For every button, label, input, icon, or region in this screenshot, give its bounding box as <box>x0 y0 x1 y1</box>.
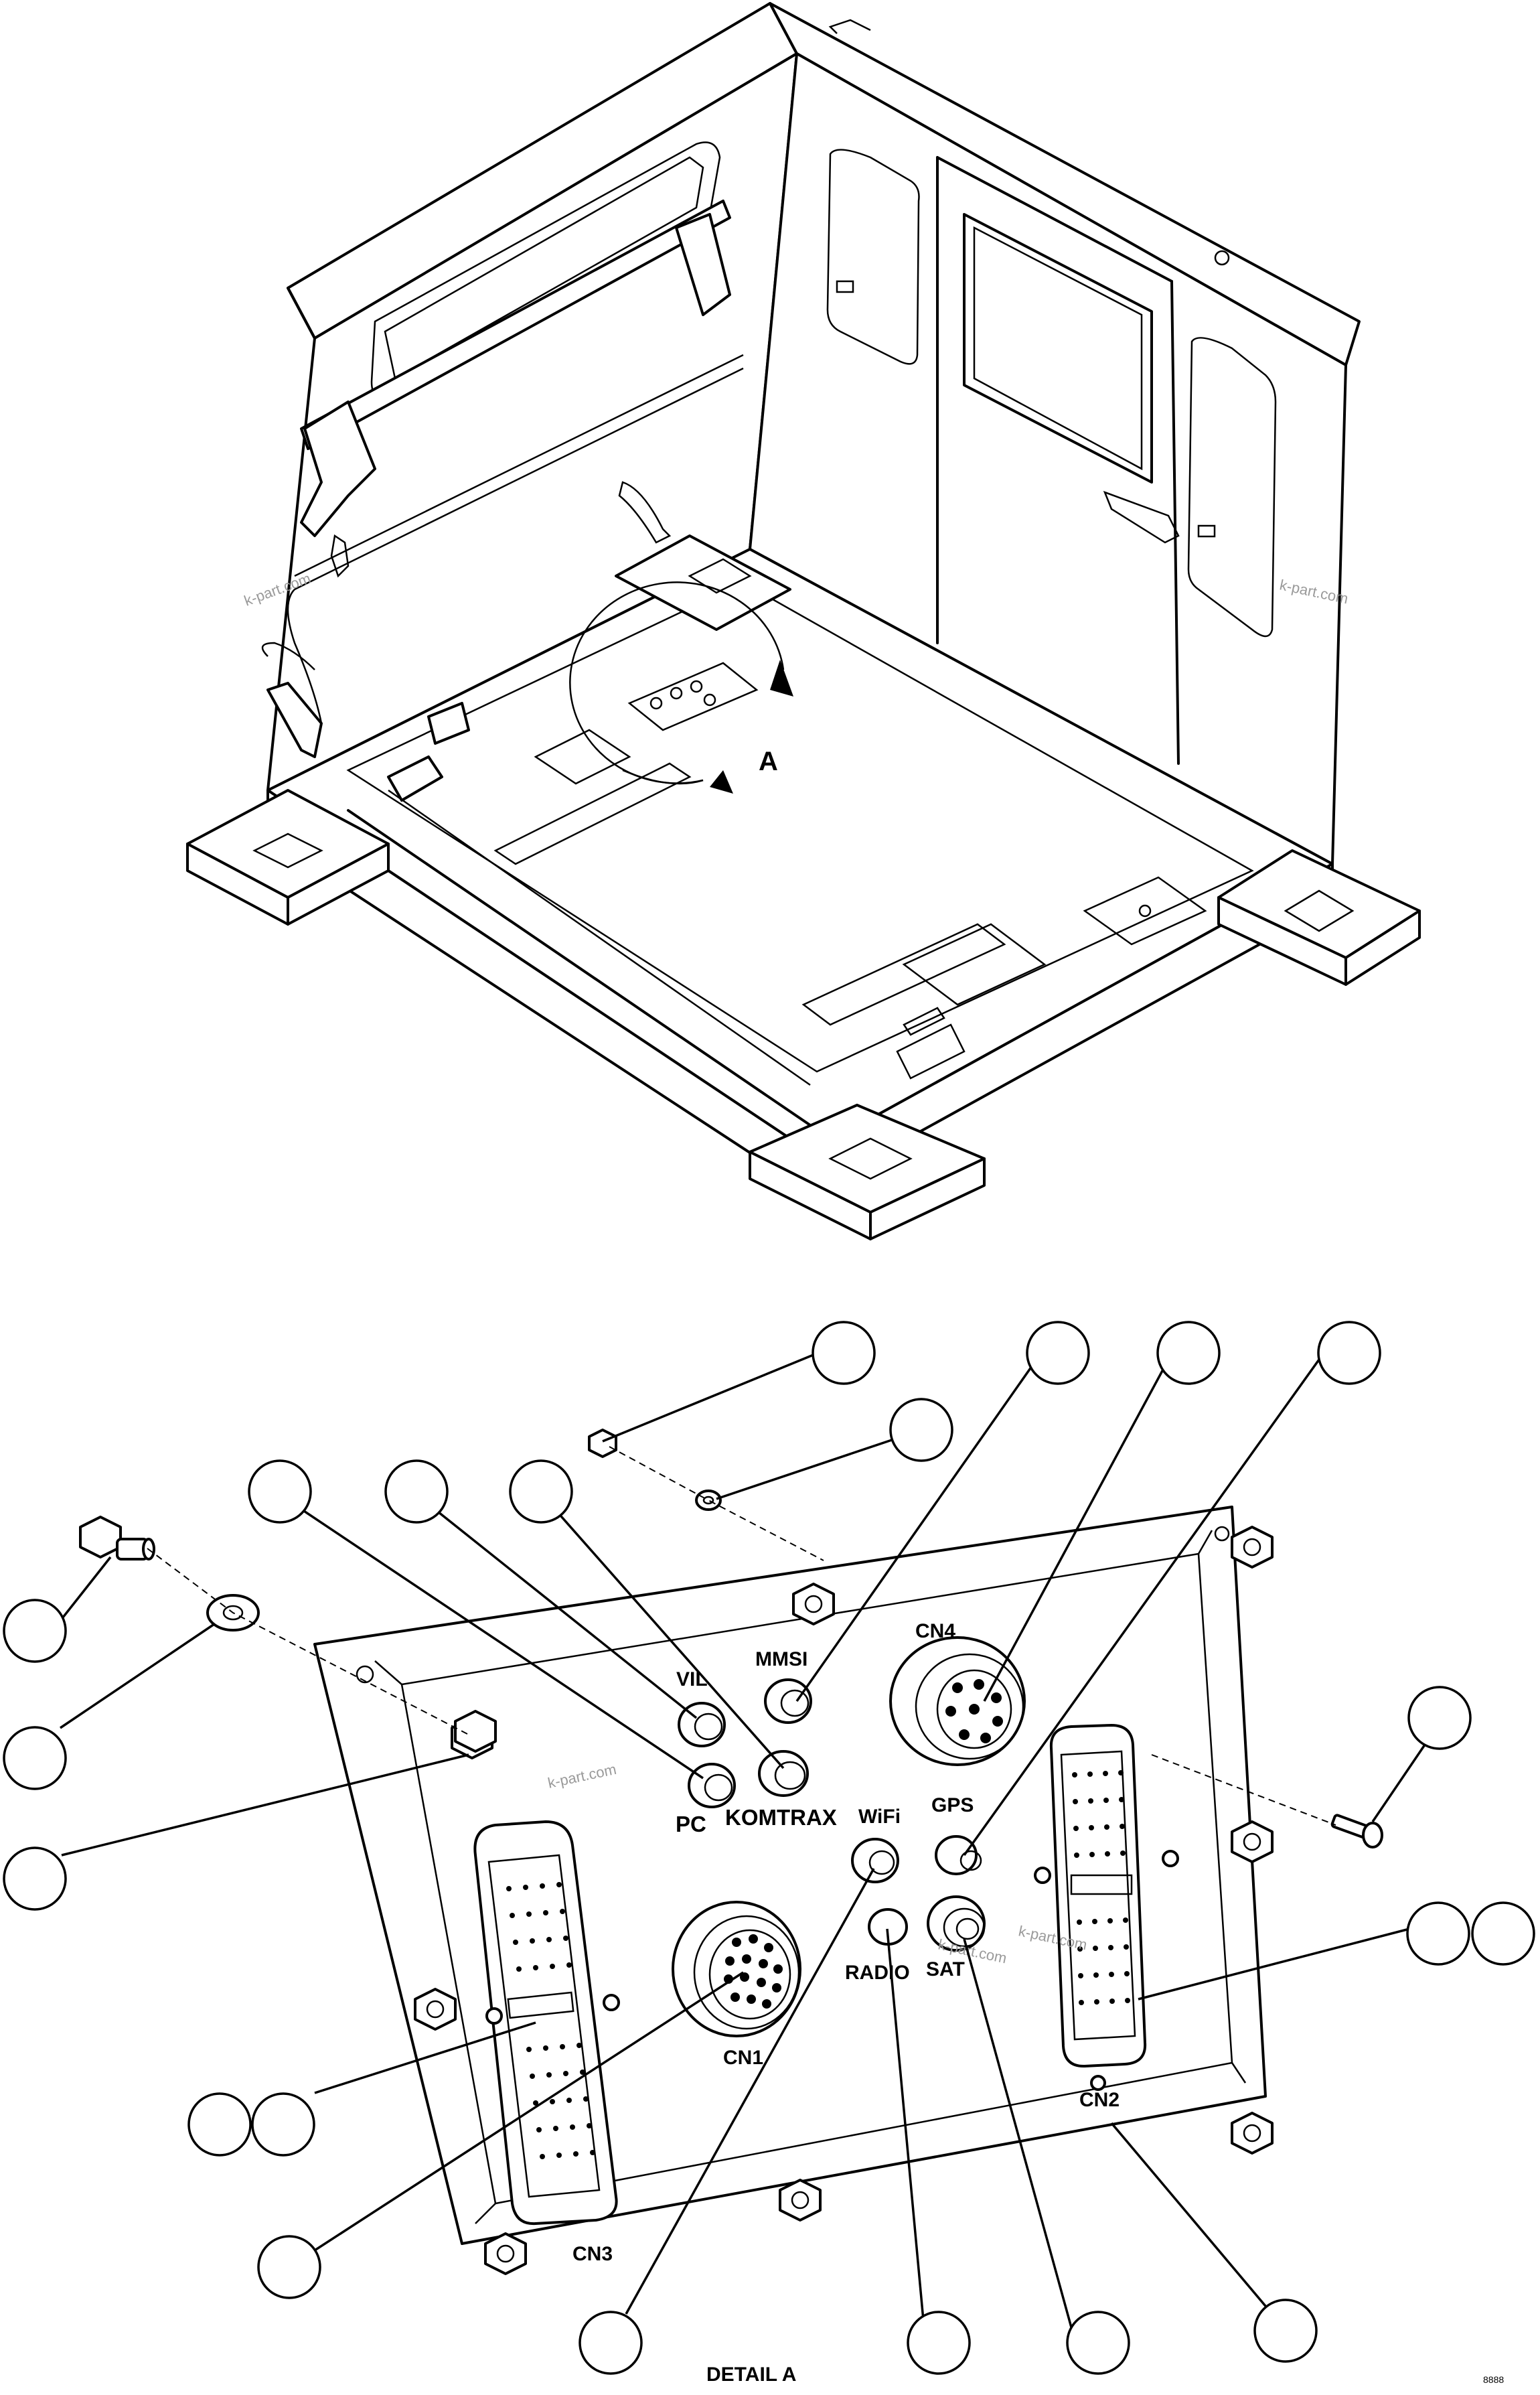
callout-bubbles <box>3 1321 1535 2375</box>
detail-a-title: DETAIL A <box>706 2364 796 2386</box>
cab-back-wall <box>261 52 798 792</box>
callout-bubble <box>889 1398 953 1462</box>
exploded-axis-top <box>609 1446 824 1561</box>
callout-bubble <box>384 1459 449 1524</box>
cn4-pins <box>945 1679 1003 1743</box>
callout-bubble <box>812 1321 876 1385</box>
callout-bubble <box>1317 1321 1381 1385</box>
nut-top-small <box>588 1429 617 1458</box>
callout-bubble <box>1253 2299 1318 2363</box>
callout-bubble <box>579 2311 643 2375</box>
mmsi-connector: MMSI <box>755 1648 812 1724</box>
komtrax-label: KOMTRAX <box>725 1805 837 1830</box>
detail-a-view: CN3 CN2 <box>3 1321 1535 2386</box>
cn4-connector: CN4 <box>889 1620 1026 1766</box>
nut-lower-left <box>414 1988 457 2031</box>
nut-bottom-left <box>484 2232 527 2275</box>
nut-top-right <box>1231 1526 1274 1569</box>
wifi-label: WiFi <box>858 1806 901 1828</box>
cn3-pin-grid <box>506 1882 595 2159</box>
callout-bubble <box>251 2092 315 2157</box>
callout-bubble <box>257 2235 321 2299</box>
callout-bubble <box>509 1459 573 1524</box>
radio-connector: RADIO <box>845 1908 910 1984</box>
callout-bubble <box>3 1846 67 1911</box>
callout-bubble <box>1026 1321 1090 1385</box>
panel-mount-nuts <box>414 1526 1274 2275</box>
callout-bubble <box>3 1599 67 1663</box>
callout-bubble <box>187 2092 252 2157</box>
callout-bubble <box>1406 1901 1470 1966</box>
mmsi-label: MMSI <box>755 1648 807 1670</box>
cn2-label: CN2 <box>1079 2089 1120 2111</box>
screw-right <box>1330 1814 1383 1848</box>
cn1-label: CN1 <box>723 2047 763 2069</box>
callout-bubble <box>907 2311 971 2375</box>
gps-label: GPS <box>931 1794 974 1816</box>
detail-a-indicator: A <box>569 581 793 794</box>
cn3-label: CN3 <box>572 2243 613 2265</box>
nut-mid-right <box>1231 1820 1274 1863</box>
exploded-fasteners <box>79 1429 1383 1848</box>
cab-side-wall <box>749 52 1347 865</box>
pc-connector: PC <box>676 1763 736 1836</box>
callout-bubble <box>3 1726 67 1790</box>
callout-leaders <box>59 1352 1438 2328</box>
cn2-connector: CN2 <box>1034 1724 1179 2111</box>
pc-label: PC <box>676 1812 706 1836</box>
callout-bubble <box>1407 1686 1472 1750</box>
bolt-left <box>79 1516 155 1561</box>
komtrax-connector: KOMTRAX <box>725 1750 837 1830</box>
callout-bubble <box>1471 1901 1535 1966</box>
nut-lower-right <box>1231 2112 1274 2155</box>
gps-connector: GPS <box>931 1794 982 1875</box>
exploded-axis-right <box>1151 1754 1336 1826</box>
callout-bubble <box>1066 2311 1130 2375</box>
page-code: 8888 <box>1483 2374 1504 2385</box>
exploded-axis-left <box>147 1548 469 1735</box>
sat-connector: SAT <box>926 1895 986 1980</box>
callout-bubble <box>1156 1321 1221 1385</box>
nut-top-center <box>792 1583 835 1625</box>
callout-bubble <box>248 1459 312 1524</box>
cn1-connector: CN1 <box>672 1901 801 2069</box>
nut-left <box>454 1710 497 1753</box>
cn4-label: CN4 <box>915 1620 955 1642</box>
cab-mount-pads <box>186 534 1421 1240</box>
sat-label: SAT <box>926 1958 965 1980</box>
radio-label: RADIO <box>845 1962 910 1984</box>
wifi-connector: WiFi <box>851 1806 901 1883</box>
cab-assembly-view: A k-part.com k-part.com <box>186 2 1421 1240</box>
cn1-pins <box>724 1934 783 2009</box>
vil-label: VIL <box>676 1668 708 1690</box>
cn2-pin-grid <box>1072 1770 1130 2005</box>
nut-bottom-center <box>779 2179 822 2222</box>
detail-a-marker: A <box>759 747 778 776</box>
washer-top-small <box>695 1490 722 1511</box>
